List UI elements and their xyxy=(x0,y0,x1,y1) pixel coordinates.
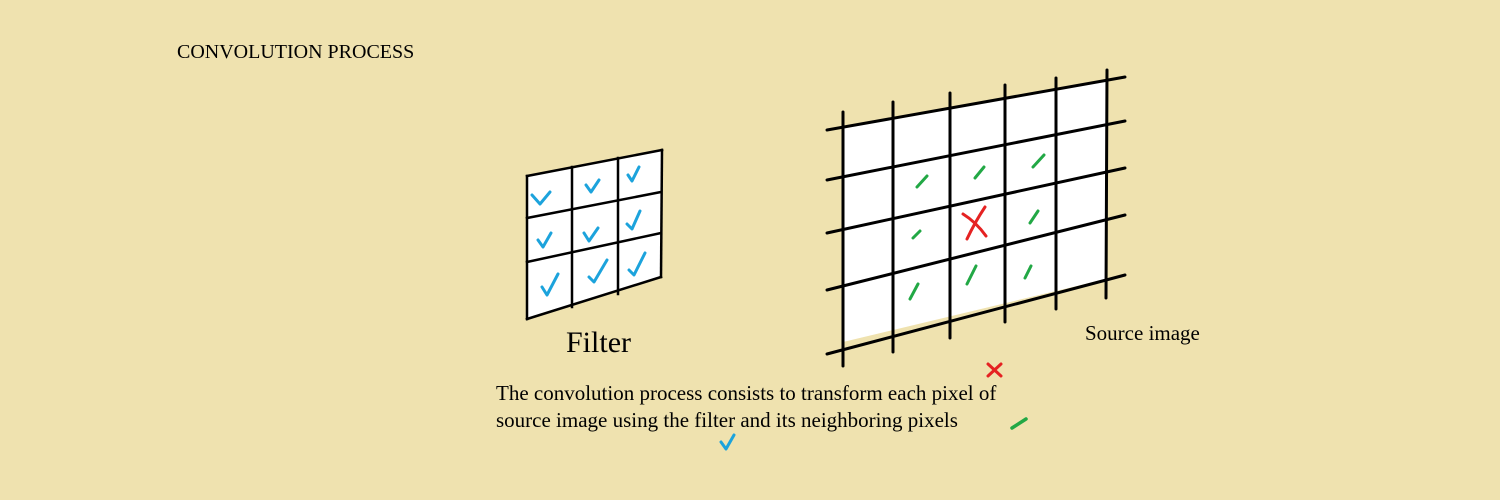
tick-icon xyxy=(908,282,920,301)
check-icon xyxy=(719,433,736,451)
check-icon xyxy=(587,258,609,284)
source-grid-line xyxy=(825,75,1127,132)
check-icon xyxy=(540,272,560,297)
filter-label: Filter xyxy=(566,326,631,359)
tick-icon xyxy=(1028,209,1040,225)
description-line-2: source image using the filter and its ne… xyxy=(496,408,958,432)
check-icon xyxy=(627,251,647,277)
check-icon xyxy=(530,190,552,206)
description-line-1: The convolution process consists to tran… xyxy=(496,381,997,405)
source-image-label: Source image xyxy=(1085,321,1200,345)
tick-icon xyxy=(1010,417,1028,430)
tick-icon xyxy=(973,165,986,180)
source-image-background xyxy=(843,80,1107,342)
source-grid-line xyxy=(1104,68,1109,300)
check-icon xyxy=(626,165,641,183)
source-grid-line xyxy=(825,119,1127,182)
check-icon xyxy=(536,231,553,249)
tick-icon xyxy=(915,174,929,189)
filter-grid xyxy=(525,148,664,321)
source-grid-line xyxy=(825,213,1127,292)
tick-icon xyxy=(965,264,978,286)
tick-icon xyxy=(1031,153,1046,169)
check-icon xyxy=(582,226,600,243)
tick-icon xyxy=(1023,264,1033,280)
filter-line xyxy=(525,231,663,264)
filter-line xyxy=(659,148,664,279)
source-image-grid xyxy=(825,68,1127,368)
filter-line xyxy=(525,148,664,178)
cross-icon xyxy=(965,205,987,241)
source-grid-line xyxy=(825,166,1127,235)
cross-icon xyxy=(986,362,1003,378)
filter-line xyxy=(525,275,663,321)
source-grid-line xyxy=(825,273,1127,356)
filter-line xyxy=(525,190,663,220)
page-title: CONVOLUTION PROCESS xyxy=(177,41,415,63)
tick-icon xyxy=(911,229,922,240)
check-icon xyxy=(584,178,601,194)
check-icon xyxy=(625,209,642,231)
